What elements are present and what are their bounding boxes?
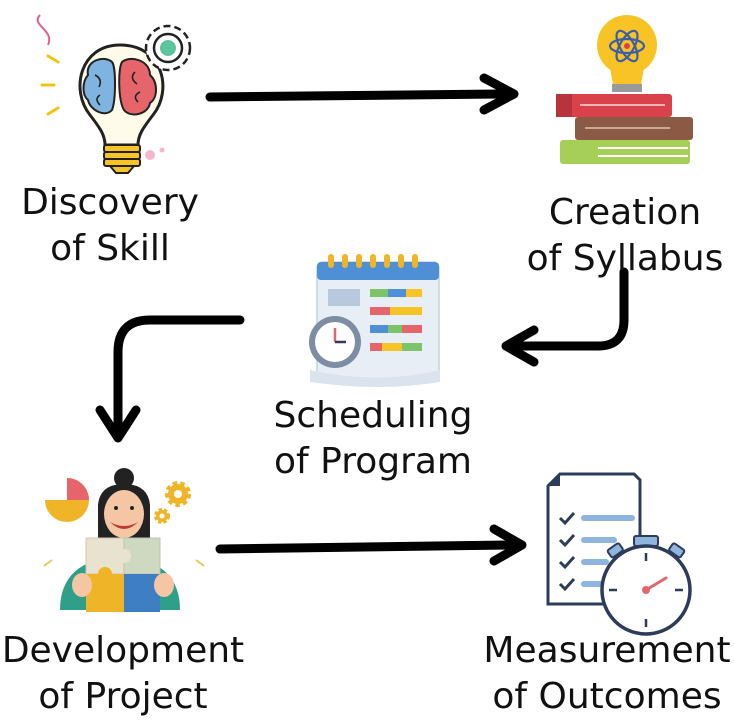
arrow-scheduling-to-development [95, 315, 245, 443]
calendar-clock-icon [309, 254, 440, 387]
step-label-development: Development of Project [0, 628, 246, 720]
step-title: Scheduling [273, 395, 473, 436]
step-title: Development [1, 630, 245, 671]
gear-icon [144, 24, 192, 72]
step-subtitle: of Program [273, 441, 473, 482]
step-label-creation: Creation of Syllabus [520, 190, 730, 282]
atom-bulb-books-icon [556, 15, 693, 164]
step-label-scheduling: Scheduling of Program [268, 393, 478, 485]
woman-puzzle-icon [43, 468, 205, 612]
step-title: Creation [548, 192, 702, 233]
step-title: Discovery [21, 182, 199, 223]
step-subtitle: of Outcomes [492, 676, 722, 717]
checklist-stopwatch-icon [546, 472, 692, 636]
brain-bulb-icon [36, 14, 192, 174]
arrow-discovery-to-creation [205, 73, 519, 115]
arrow-creation-to-scheduling [501, 267, 629, 367]
step-title: Measurement [483, 630, 731, 671]
step-label-measurement: Measurement of Outcomes [480, 628, 734, 720]
step-subtitle: of Syllabus [526, 238, 724, 279]
gear-icon [154, 481, 191, 524]
step-subtitle: of Project [38, 676, 208, 717]
step-label-discovery: Discovery of Skill [10, 180, 210, 272]
arrow-development-to-measurement [215, 524, 527, 566]
step-subtitle: of Skill [50, 228, 170, 269]
